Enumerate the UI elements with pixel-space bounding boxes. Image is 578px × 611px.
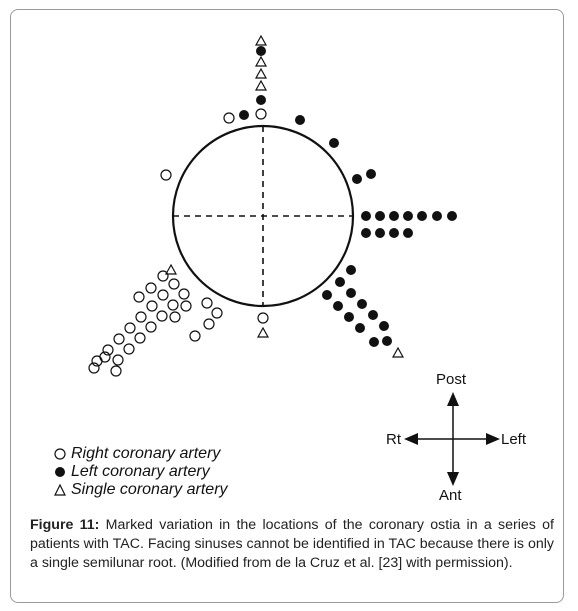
- legend-item-single-coronary: Single coronary artery: [52, 481, 228, 499]
- single-coronary-marker: [256, 326, 270, 338]
- right-coronary-marker: [135, 311, 147, 323]
- direction-left: Left: [501, 431, 527, 448]
- legend-label: Right coronary artery: [71, 445, 221, 462]
- left-coronary-marker: [375, 228, 385, 238]
- left-coronary-marker: [322, 290, 332, 300]
- legend-label: Left coronary artery: [71, 463, 210, 480]
- open-circle-icon: [52, 447, 68, 461]
- direction-rt: Rt: [386, 431, 401, 448]
- right-coronary-marker: [123, 343, 135, 355]
- caption-text: Marked variation in the locations of the…: [30, 517, 554, 571]
- right-coronary-marker: [157, 270, 169, 282]
- left-coronary-marker: [368, 310, 378, 320]
- left-coronary-marker: [329, 138, 339, 148]
- legend-label: Single coronary artery: [71, 481, 228, 498]
- legend-item-left-coronary: Left coronary artery: [52, 463, 228, 481]
- right-coronary-marker: [156, 310, 168, 322]
- left-coronary-marker: [357, 299, 367, 309]
- right-coronary-marker: [178, 288, 190, 300]
- right-coronary-marker: [110, 365, 122, 377]
- left-coronary-marker: [355, 323, 365, 333]
- ant-arrowhead: [447, 472, 459, 486]
- right-coronary-marker: [99, 351, 111, 363]
- left-coronary-marker: [333, 301, 343, 311]
- left-coronary-marker: [369, 337, 379, 347]
- right-coronary-marker: [223, 112, 235, 124]
- left-coronary-marker: [256, 46, 266, 56]
- left-coronary-marker: [361, 211, 371, 221]
- direction-ant: Ant: [439, 487, 462, 504]
- right-coronary-marker: [113, 333, 125, 345]
- right-rows-markers: [361, 211, 457, 238]
- legend: Right coronary artery Left coronary arte…: [52, 445, 228, 499]
- orientation-compass: [404, 392, 500, 486]
- left-coronary-marker: [346, 265, 356, 275]
- single-coronary-marker: [254, 55, 268, 67]
- left-coronary-marker: [389, 211, 399, 221]
- left-coronary-marker: [382, 336, 392, 346]
- right-coronary-marker: [102, 344, 114, 356]
- left-coronary-marker: [239, 110, 249, 120]
- single-coronary-marker: [391, 346, 405, 358]
- direction-post: Post: [436, 371, 467, 388]
- left-coronary-marker: [432, 211, 442, 221]
- post-arrowhead: [447, 392, 459, 406]
- right-coronary-marker: [203, 318, 215, 330]
- right-coronary-marker: [160, 169, 172, 181]
- left-coronary-marker: [403, 211, 413, 221]
- right-coronary-marker: [145, 282, 157, 294]
- figure-caption: Figure 11: Marked variation in the locat…: [30, 516, 554, 573]
- single-coronary-marker: [164, 263, 178, 275]
- left-coronary-marker: [366, 169, 376, 179]
- right-coronary-marker: [88, 362, 100, 374]
- single-coronary-marker: [254, 34, 268, 46]
- caption-label: Figure 11:: [30, 517, 100, 533]
- right-coronary-marker: [255, 108, 267, 120]
- right-coronary-marker: [168, 278, 180, 290]
- right-coronary-marker: [133, 291, 145, 303]
- left-coronary-marker: [379, 321, 389, 331]
- right-coronary-marker: [124, 322, 136, 334]
- bottom-markers: [256, 312, 270, 338]
- lower-left-markers: [88, 263, 223, 377]
- right-coronary-marker: [167, 299, 179, 311]
- left-arrowhead: [486, 433, 500, 445]
- right-coronary-marker: [112, 354, 124, 366]
- left-coronary-marker: [375, 211, 385, 221]
- left-coronary-marker: [417, 211, 427, 221]
- top-column-markers: [223, 34, 268, 124]
- figure-frame: [10, 9, 564, 603]
- left-coronary-marker: [361, 228, 371, 238]
- right-coronary-marker: [134, 332, 146, 344]
- single-coronary-marker: [254, 67, 268, 79]
- legend-item-right-coronary: Right coronary artery: [52, 445, 228, 463]
- left-coronary-marker: [403, 228, 413, 238]
- rt-arrowhead: [404, 433, 418, 445]
- right-coronary-marker: [145, 321, 157, 333]
- left-coronary-marker: [295, 115, 305, 125]
- right-coronary-marker: [157, 289, 169, 301]
- left-coronary-marker: [352, 174, 362, 184]
- right-coronary-marker: [189, 330, 201, 342]
- right-coronary-marker: [201, 297, 213, 309]
- left-coronary-marker: [256, 95, 266, 105]
- upper-right-markers: [295, 115, 376, 184]
- lower-right-markers: [322, 265, 405, 358]
- left-coronary-marker: [335, 277, 345, 287]
- left-coronary-marker: [346, 288, 356, 298]
- left-coronary-marker: [447, 211, 457, 221]
- left-coronary-marker: [344, 312, 354, 322]
- right-coronary-marker: [257, 312, 269, 324]
- right-coronary-marker: [169, 311, 181, 323]
- right-coronary-marker: [180, 300, 192, 312]
- open-triangle-icon: [52, 483, 68, 497]
- single-coronary-marker: [254, 79, 268, 91]
- right-coronary-marker: [211, 307, 223, 319]
- right-coronary-marker: [146, 300, 158, 312]
- left-coronary-marker: [389, 228, 399, 238]
- filled-circle-icon: [52, 465, 68, 479]
